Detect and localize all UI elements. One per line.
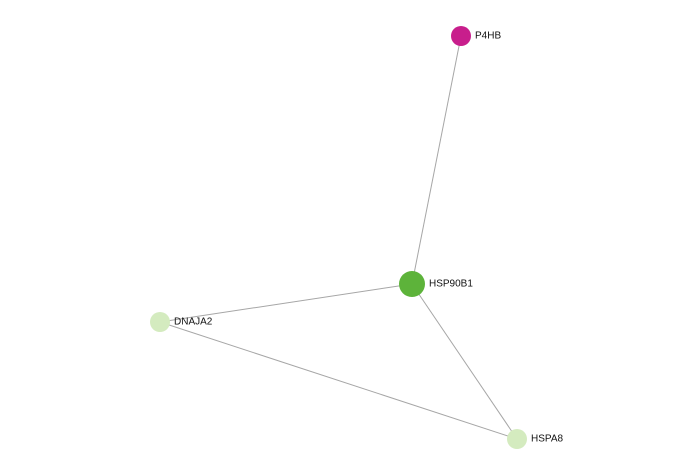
node-dnaja2[interactable] <box>150 312 170 332</box>
node-label-p4hb: P4HB <box>475 31 501 42</box>
edge-hsp90b1-dnaja2 <box>159 283 413 323</box>
edges-layer <box>159 35 518 440</box>
node-hspa8[interactable] <box>507 429 527 449</box>
node-label-hspa8: HSPA8 <box>531 434 563 445</box>
node-label-dnaja2: DNAJA2 <box>174 317 213 328</box>
node-p4hb[interactable] <box>451 26 471 46</box>
edge-hsp90b1-hspa8 <box>411 283 518 440</box>
edge-dnaja2-hspa8 <box>159 321 518 440</box>
node-label-hsp90b1: HSP90B1 <box>429 279 473 290</box>
nodes-layer <box>150 26 527 449</box>
node-hsp90b1[interactable] <box>399 271 425 297</box>
edge-p4hb-hsp90b1 <box>411 35 462 285</box>
